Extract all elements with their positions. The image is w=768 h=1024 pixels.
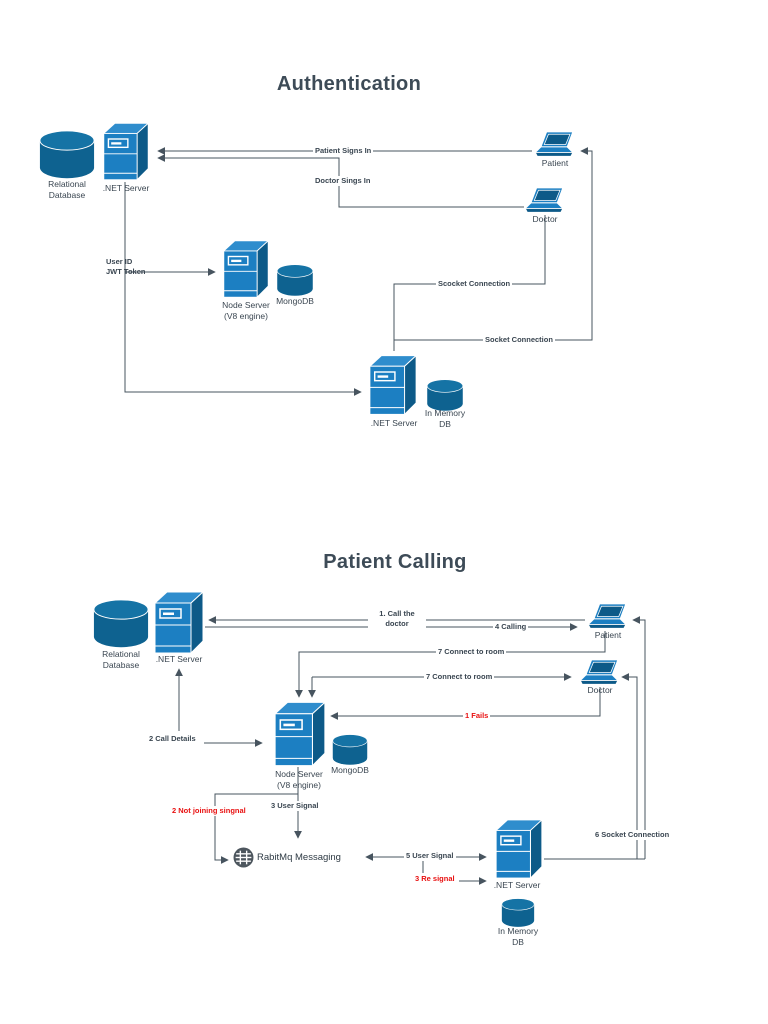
patient-laptop-icon [532, 131, 578, 159]
edge-label-fails: 1 Fails [463, 711, 491, 721]
relational-database-icon [38, 129, 96, 181]
edge-label-not-joining: 2 Not joining singnal [170, 806, 248, 816]
doctor-label: Doctor [587, 685, 613, 695]
edge-label-user-id-jwt: User ID JWT Token [106, 257, 146, 276]
patient-label: Patient [594, 630, 622, 640]
in-memory-db-icon [496, 898, 540, 928]
rabbitmq-icon [233, 847, 254, 868]
net-server-2-label: .NET Server [370, 418, 418, 428]
doctor-laptop-icon [577, 659, 623, 687]
net-server-icon [152, 591, 206, 654]
mongodb-label: MongoDB [331, 765, 369, 775]
edge-label-call-details: 2 Call Details [147, 734, 198, 744]
net-server-icon [101, 121, 151, 182]
edge-label-connect-room-doctor: 7 Connect to room [424, 672, 495, 682]
mongodb-label: MongoDB [276, 296, 314, 306]
edge-label-doctor-signs-in: Doctor Sings In [313, 176, 373, 186]
patient-laptop-icon [585, 603, 631, 631]
node-server-icon [221, 239, 271, 299]
edge-label-user-signal-3: 3 User Signal [269, 801, 321, 811]
net-server-2-icon [367, 353, 419, 417]
doctor-label: Doctor [532, 214, 558, 224]
net-server-2-label: .NET Server [493, 880, 541, 890]
authentication-title: Authentication [276, 73, 422, 95]
node-server-label: Node Server (V8 engine) [222, 300, 270, 321]
edge-label-connect-room-patient: 7 Connect to room [436, 647, 507, 657]
edge-label-calling: 4 Calling [493, 622, 529, 632]
patient-calling-title: Patient Calling [323, 551, 467, 573]
edge-label-socket-doctor: Scocket Connection [436, 279, 513, 289]
mongodb-icon [274, 264, 316, 297]
in-memory-db-label: In Memory DB [424, 408, 466, 429]
node-server-icon [272, 701, 328, 767]
relational-database-label: Relational Database [102, 649, 140, 670]
edge-label-socket-connection-6: 6 Socket Connection [593, 830, 672, 840]
net-server-2-icon [491, 819, 547, 879]
edge-label-re-signal: 3 Re signal [413, 874, 457, 884]
edge-label-patient-signs-in: Patient Signs In [313, 146, 374, 156]
rabbitmq-label: RabitMq Messaging [257, 852, 341, 863]
patient-label: Patient [541, 158, 569, 168]
node-server-label: Node Server (V8 engine) [275, 769, 323, 790]
edge-label-user-signal-5: 5 User Signal [404, 851, 456, 861]
calling-connectors [175, 616, 646, 885]
doctor-laptop-icon [522, 187, 568, 215]
edge-label-call-doctor: 1. Call the doctor [368, 609, 426, 629]
mongodb-icon [329, 734, 371, 766]
relational-database-label: Relational Database [48, 179, 86, 200]
edge-label-socket-patient: Socket Connection [483, 335, 555, 345]
relational-database-icon [92, 598, 150, 650]
net-server-label: .NET Server [102, 183, 150, 193]
net-server-label: .NET Server [155, 654, 203, 664]
in-memory-db-label: In Memory DB [497, 926, 539, 947]
